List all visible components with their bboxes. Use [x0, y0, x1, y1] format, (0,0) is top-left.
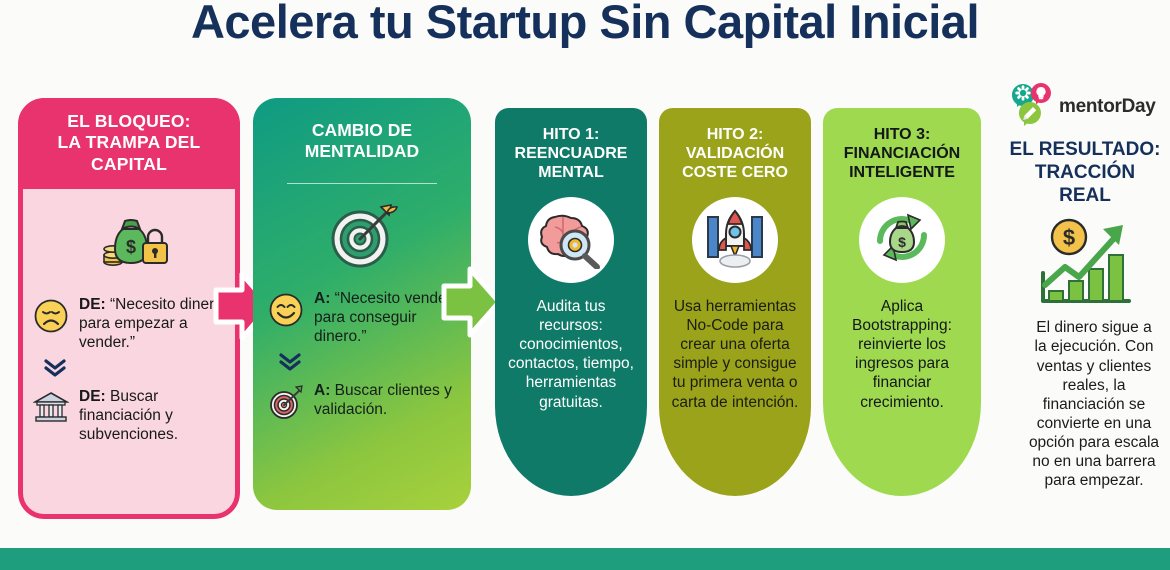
money-bag-lock-icon: $ — [18, 207, 240, 282]
card-mentalidad-row-1-body: “Necesito vender para conseguir dinero.” — [314, 290, 452, 345]
page-title: Acelera tu Startup Sin Capital Inicial — [190, 0, 980, 48]
card-bloqueo-row-1-label: DE: — [79, 296, 106, 314]
arrow-green — [441, 262, 503, 347]
card-hito2-icon-circle — [692, 196, 778, 283]
card-mentalidad-row-2-text: A: Buscar clientes y validación. — [314, 382, 459, 420]
result-body-line-9: para empezar. — [1044, 471, 1144, 489]
bank-icon — [31, 388, 71, 429]
rocket-launch-icon — [702, 205, 768, 274]
card-hito3-icon-circle: $ — [859, 196, 945, 283]
card-bloqueo-header-line-2: LA TRAMPA DEL — [57, 132, 201, 153]
card-hito1-body: Audita tus recursos: conocimientos, cont… — [508, 297, 634, 411]
card-bloqueo-row-1-body: “Necesito dinero para empezar a vender.” — [79, 296, 223, 351]
smiling-face-icon — [267, 290, 305, 333]
card-bloqueo-row-2-body: Buscar financiación y subvenciones. — [79, 387, 179, 443]
chevron-down-icon — [42, 357, 228, 384]
result-title-line-3: REAL — [1059, 184, 1111, 206]
card-mentalidad-row-1-text: A: “Necesito vender para conseguir diner… — [314, 290, 459, 347]
mentorday-logo-marks — [1010, 82, 1056, 131]
card-hito3-header-line-3: INTELIGENTE — [849, 164, 955, 182]
growth-chart-dollar-icon: $ — [1000, 215, 1170, 312]
svg-text:$: $ — [126, 237, 136, 257]
result-column: mentorDay EL RESULTADO: TRACCIÓN REAL $ … — [1000, 82, 1170, 490]
card-hito2-body: Usa herramientas No-Code para crear una … — [671, 297, 799, 411]
result-body-line-6: convierte en una — [1036, 414, 1152, 432]
sad-face-icon — [32, 296, 70, 339]
result-body-line-5: financiación se — [1042, 395, 1146, 413]
result-body-line-1: El dinero sigue a — [1036, 319, 1152, 337]
card-hito3: HITO 3: FINANCIACIÓN INTELIGENTE $ Aplic… — [823, 108, 981, 496]
card-hito2-header-line-1: HITO 2: — [706, 126, 764, 143]
result-body-line-4: reales, la — [1062, 376, 1126, 394]
card-hito1-icon-circle — [528, 196, 614, 283]
card-mentalidad-header-line-1: CAMBIO DE — [311, 120, 413, 140]
card-hito2-header-line-3: COSTE CERO — [682, 164, 788, 182]
card-bloqueo: EL BLOQUEO: LA TRAMPA DEL CAPITAL $ — [18, 98, 240, 519]
card-hito3-body: Aplica Bootstrapping: reinvierte los ing… — [852, 297, 952, 411]
svg-text:$: $ — [1063, 225, 1075, 250]
target-red-icon — [267, 382, 305, 425]
card-bloqueo-row-2-text: DE: Buscar financiación y subvenciones. — [79, 388, 228, 445]
result-title-line-1: EL RESULTADO: — [1009, 139, 1161, 160]
card-hito2-header: HITO 2: VALIDACIÓN COSTE CERO — [659, 108, 811, 183]
card-hito1-header-line-1: HITO 1: — [542, 126, 600, 143]
card-mentalidad: CAMBIO DE MENTALIDAD — [253, 98, 471, 510]
card-hito1: HITO 1: REENCUADRE MENTAL Audita tus rec… — [495, 108, 647, 496]
svg-text:$: $ — [898, 234, 906, 250]
card-mentalidad-row-2-label: A: — [314, 381, 331, 399]
card-hito3-header-line-1: HITO 3: — [873, 126, 931, 143]
result-title-line-2: TRACCIÓN — [1034, 161, 1136, 183]
chevron-down-icon-2 — [277, 351, 459, 378]
money-recycle-icon: $ — [868, 205, 936, 274]
card-mentalidad-row-2: A: Buscar clientes y validación. — [267, 382, 459, 425]
mentorday-logo-text: mentorDay — [1059, 95, 1156, 117]
card-mentalidad-row-2-body: Buscar clientes y validación. — [314, 381, 452, 418]
card-hito3-header-line-2: FINANCIACIÓN — [843, 145, 961, 163]
card-bloqueo-row-1: DE: “Necesito dinero para empezar a vend… — [32, 296, 228, 353]
card-mentalidad-rows: A: “Necesito vender para conseguir diner… — [253, 278, 471, 425]
target-arrow-icon — [253, 197, 471, 278]
card-mentalidad-header: CAMBIO DE MENTALIDAD — [253, 98, 471, 173]
card-mentalidad-header-line-2: MENTALIDAD — [304, 141, 420, 162]
result-body-line-7: opción para escala — [1028, 433, 1160, 451]
result-body-line-2: la ejecución. Con — [1034, 338, 1154, 356]
bottom-bar — [0, 548, 1170, 570]
card-bloqueo-header: EL BLOQUEO: LA TRAMPA DEL CAPITAL — [18, 98, 240, 190]
result-body-line-8: no en una barrera — [1032, 452, 1156, 470]
result-body-line-3: ventas y clientes — [1036, 357, 1152, 375]
card-mentalidad-divider — [287, 182, 437, 185]
card-mentalidad-row-1-label: A: — [314, 290, 331, 308]
card-hito2-header-line-2: VALIDACIÓN — [685, 145, 785, 163]
card-bloqueo-row-2: DE: Buscar financiación y subvenciones. — [31, 388, 228, 445]
card-hito1-header-line-2: REENCUADRE — [514, 145, 628, 163]
result-body: El dinero sigue a la ejecución. Con vent… — [1000, 318, 1170, 490]
card-bloqueo-row-1-text: DE: “Necesito dinero para empezar a vend… — [79, 296, 228, 353]
result-title: EL RESULTADO: TRACCIÓN REAL — [1000, 139, 1170, 207]
card-bloqueo-rows: DE: “Necesito dinero para empezar a vend… — [18, 282, 240, 444]
card-hito3-header: HITO 3: FINANCIACIÓN INTELIGENTE — [823, 108, 981, 183]
card-hito2: HITO 2: VALIDACIÓN COSTE CERO Usa herr — [659, 108, 811, 496]
card-hito1-header-line-3: MENTAL — [538, 164, 604, 182]
card-bloqueo-row-2-label: DE: — [79, 387, 106, 405]
mentorday-logo: mentorDay — [1010, 82, 1170, 131]
card-bloqueo-header-line-1: EL BLOQUEO: — [67, 111, 191, 131]
brain-magnifier-icon — [537, 205, 605, 274]
card-hito1-header: HITO 1: REENCUADRE MENTAL — [495, 108, 647, 183]
card-mentalidad-row-1: A: “Necesito vender para conseguir diner… — [267, 290, 459, 347]
card-bloqueo-header-line-3: CAPITAL — [91, 153, 167, 174]
